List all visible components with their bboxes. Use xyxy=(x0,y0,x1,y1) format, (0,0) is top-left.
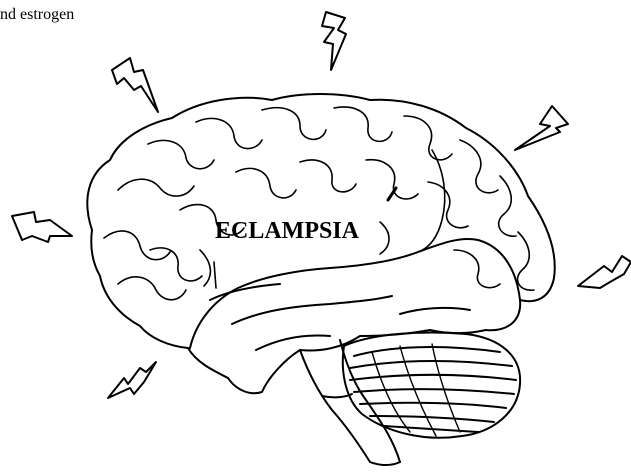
lightning-bolt-icon-right xyxy=(578,256,631,288)
brain-label: ECLAMPSIA xyxy=(215,218,360,244)
lightning-bolt-icon-top xyxy=(322,12,346,70)
lightning-bolt-icon-left xyxy=(12,212,72,242)
lightning-bolt-icon-lower-left xyxy=(108,362,156,398)
cerebellum xyxy=(343,333,520,438)
lightning-bolt-icon-upper-right xyxy=(515,106,568,150)
lightning-bolt-icon-upper-left xyxy=(112,58,158,112)
cortex-folds xyxy=(104,107,534,300)
